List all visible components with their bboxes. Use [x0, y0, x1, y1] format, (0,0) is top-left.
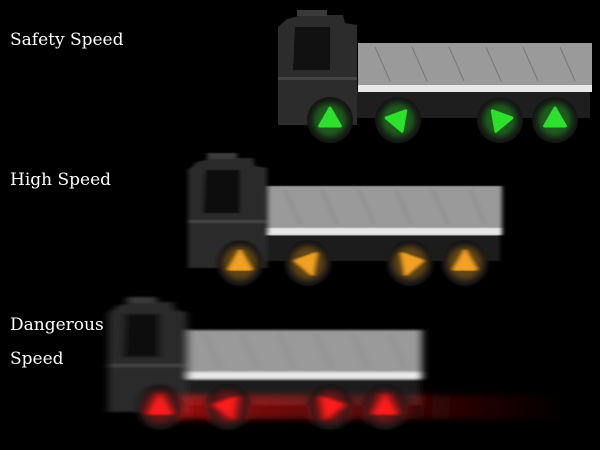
- cab-roof: [207, 153, 237, 159]
- cab-trim: [188, 220, 267, 223]
- bed-trim: [268, 228, 502, 235]
- wheel-hub-icon: [320, 396, 344, 420]
- cab-trim: [278, 77, 357, 80]
- bed-panel-line: [204, 333, 221, 369]
- bed-panel-line: [284, 189, 301, 225]
- wheel-hub-icon: [400, 252, 424, 276]
- cab-window: [123, 314, 160, 357]
- bed-panel-line: [469, 189, 486, 225]
- truck-dangerous: [108, 297, 565, 430]
- wheel-hub-icon: [228, 249, 252, 271]
- wheel-hub-icon: [214, 396, 238, 420]
- bed-panel-line: [559, 46, 576, 82]
- dump-bed: [268, 186, 502, 228]
- high-speed-label: High Speed: [10, 170, 112, 190]
- bed-panel-line: [358, 189, 375, 225]
- dump-bed: [188, 330, 422, 372]
- bed-trim: [358, 85, 592, 92]
- wheel-hub-icon: [148, 393, 172, 415]
- wheel-hub-icon: [490, 109, 514, 133]
- bed-panel-line: [522, 46, 539, 82]
- cab-roof: [297, 10, 327, 16]
- wheel-hub-icon: [373, 393, 397, 415]
- dangerous-speed-label: Dangerous Speed: [10, 315, 104, 369]
- bed-panel-line: [432, 189, 449, 225]
- bed-panel-line: [374, 46, 391, 82]
- wheel-hub-icon: [453, 249, 477, 271]
- bed-trim: [188, 372, 422, 379]
- bed-panel-line: [411, 46, 428, 82]
- bed-panel-line: [321, 189, 338, 225]
- bed-panel-line: [389, 333, 406, 369]
- safety-speed-label: Safety Speed: [10, 30, 124, 50]
- wheel-hub-icon: [384, 109, 408, 133]
- bed-panel-line: [485, 46, 502, 82]
- truck-safety: [278, 10, 592, 143]
- cab-roof: [127, 297, 157, 303]
- bed-panel-line: [448, 46, 465, 82]
- bed-panel-line: [315, 333, 332, 369]
- wheel-hub-icon: [294, 252, 318, 276]
- cab-window: [293, 27, 330, 70]
- bed-panel-line: [352, 333, 369, 369]
- wheel-hub-icon: [318, 106, 342, 128]
- cab-window: [203, 170, 240, 213]
- cab-trim: [108, 364, 187, 367]
- truck-high: [188, 153, 502, 286]
- wheel-hub-icon: [543, 106, 567, 128]
- bed-panel-line: [395, 189, 412, 225]
- bed-panel-line: [241, 333, 258, 369]
- bed-panel-line: [278, 333, 295, 369]
- dump-bed: [358, 43, 592, 85]
